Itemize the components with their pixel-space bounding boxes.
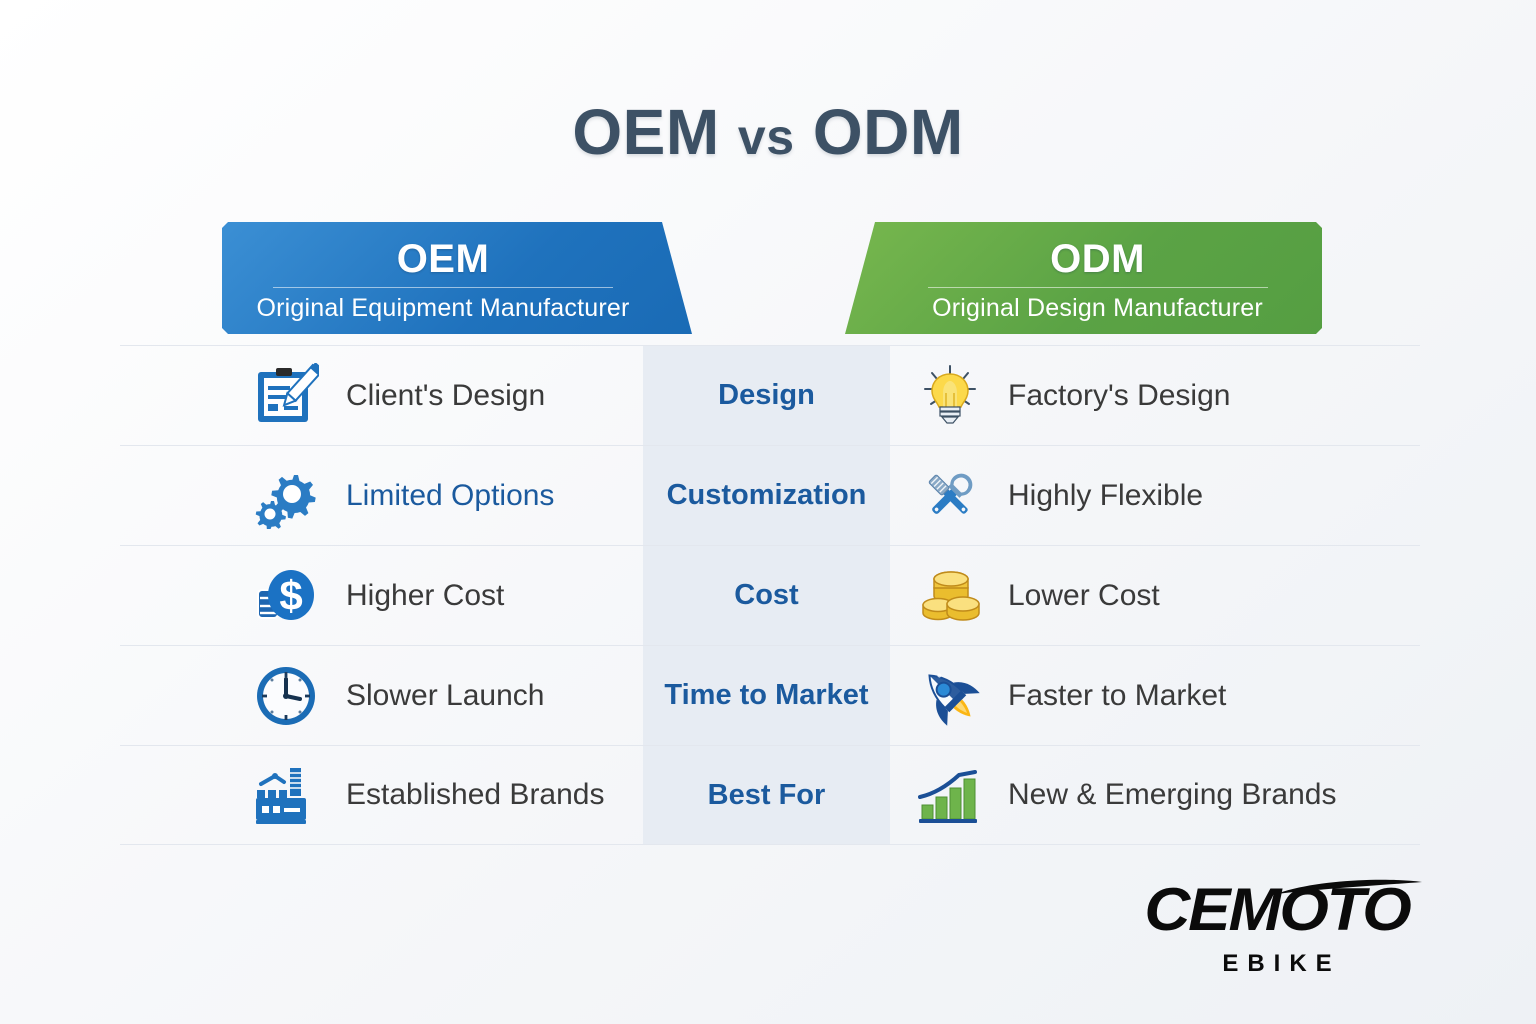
oem-value-label: Higher Cost <box>346 578 505 612</box>
odm-cell: Lower Cost <box>890 558 1420 634</box>
odm-full-name: Original Design Manufacturer <box>932 294 1263 322</box>
oem-abbr: OEM <box>396 237 490 281</box>
table-row: Established Brands Best For <box>120 745 1420 845</box>
table-row: Limited Options Customization <box>120 445 1420 545</box>
table-row: $ Higher Cost Cost <box>120 545 1420 645</box>
table-row: Client's Design Design <box>120 345 1420 445</box>
factory-icon <box>248 757 324 833</box>
odm-cell: Factory's Design <box>890 358 1420 434</box>
logo-tagline: EBIKE <box>1222 950 1341 977</box>
growth-chart-icon <box>912 757 988 833</box>
header-banners: OEM Original Equipment Manufacturer ODM … <box>0 222 1536 337</box>
odm-value-label: Lower Cost <box>1008 578 1160 612</box>
oem-value-label: Established Brands <box>346 778 605 811</box>
oem-value-label: Limited Options <box>346 478 555 512</box>
odm-value-label: Faster to Market <box>1008 678 1227 712</box>
oem-divider-rule <box>273 287 613 288</box>
title-vs: vs <box>737 109 795 165</box>
oem-cell: Limited Options <box>120 458 643 534</box>
oem-cell: Established Brands <box>120 757 643 833</box>
attribute-label: Time to Market <box>664 679 869 711</box>
gold-coins-icon <box>912 558 988 634</box>
title-odm: ODM <box>812 96 964 168</box>
attribute-label: Best For <box>707 778 826 811</box>
logo-swoosh-icon <box>1276 879 1422 894</box>
tools-icon <box>912 458 988 534</box>
table-row: Slower Launch Time to Market <box>120 645 1420 745</box>
odm-cell: New & Emerging Brands <box>890 757 1420 833</box>
clock-icon <box>248 658 324 734</box>
attribute-label: Customization <box>666 479 867 511</box>
logo-wordmark: CEMOTO <box>1144 876 1411 943</box>
odm-value-label: Factory's Design <box>1008 378 1231 412</box>
odm-abbr: ODM <box>1050 237 1145 281</box>
dollar-coin-icon: $ <box>248 558 324 634</box>
attribute-label: Cost <box>734 579 799 611</box>
attribute-column-band <box>643 345 890 845</box>
attribute-label: Design <box>718 379 815 411</box>
oem-header-banner: OEM Original Equipment Manufacturer <box>222 222 692 334</box>
title-oem: OEM <box>572 96 720 168</box>
oem-value-label: Client's Design <box>346 378 546 412</box>
odm-cell: Highly Flexible <box>890 458 1420 534</box>
brand-logo: CEMOTO EBIKE <box>1112 880 1442 978</box>
rocket-icon <box>912 658 988 734</box>
gears-icon <box>248 458 324 534</box>
odm-value-label: New & Emerging Brands <box>1008 778 1337 811</box>
clipboard-pencil-icon <box>248 358 324 434</box>
page-title: OEM vs ODM <box>0 95 1536 169</box>
oem-cell: Client's Design <box>120 358 643 434</box>
oem-cell: $ Higher Cost <box>120 558 643 634</box>
lightbulb-icon <box>912 358 988 434</box>
oem-value-label: Slower Launch <box>346 678 545 712</box>
oem-cell: Slower Launch <box>120 658 643 734</box>
oem-full-name: Original Equipment Manufacturer <box>256 294 630 322</box>
odm-cell: Faster to Market <box>890 658 1420 734</box>
odm-divider-rule <box>927 287 1268 288</box>
odm-value-label: Highly Flexible <box>1008 478 1204 512</box>
comparison-table: Client's Design Design <box>120 345 1420 845</box>
odm-header-banner: ODM Original Design Manufacturer <box>845 222 1322 334</box>
svg-text:$: $ <box>279 572 302 619</box>
